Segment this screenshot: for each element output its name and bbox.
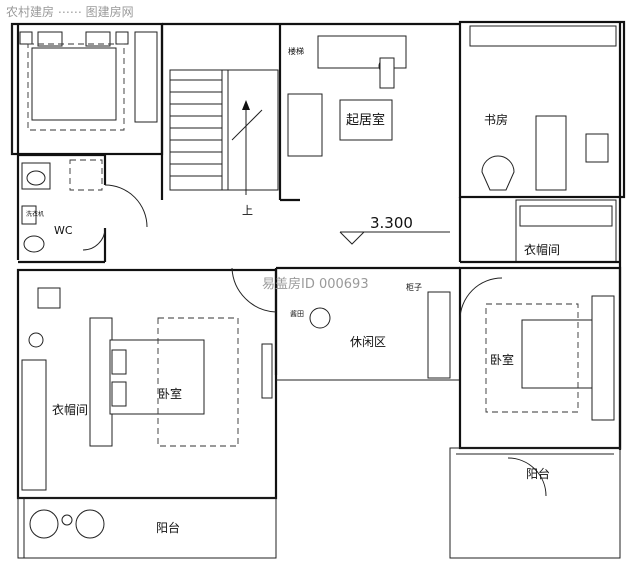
armchair-left [287, 93, 323, 157]
furniture [19, 25, 617, 539]
coffee-table [339, 99, 393, 141]
label-master-bedroom: 卧室 [158, 386, 182, 401]
right-bed [521, 319, 595, 389]
shower [69, 159, 103, 191]
walls [10, 20, 626, 559]
label-balcony-left: 阳台 [156, 520, 180, 535]
label-closet-right: 衣帽间 [524, 242, 560, 257]
label-stair-up: 上 [242, 204, 253, 217]
label-cabinet: 柜子 [406, 282, 422, 292]
label-study: 书房 [484, 112, 508, 127]
staircase [169, 69, 279, 195]
label-stair-rail: 楼梯 [288, 46, 304, 56]
label-master-closet: 衣帽间 [52, 402, 88, 417]
watermark-center: 易盖房ID 000693 [262, 276, 369, 292]
closet-rack [519, 205, 613, 227]
label-right-bedroom: 卧室 [490, 352, 514, 367]
label-wc: WC [54, 224, 73, 237]
leisure-table [309, 307, 331, 329]
study-shelf [469, 25, 617, 47]
watermark-top: 农村建房 ⋯⋯ 图建房网 [6, 4, 134, 19]
label-living-room: 起居室 [346, 112, 385, 128]
cabinet [427, 291, 451, 379]
label-leisure: 休闲区 [350, 335, 386, 349]
elevation-label: 3.300 [370, 214, 413, 232]
master-wardrobe [21, 359, 47, 491]
study-chair [585, 133, 609, 163]
elevation-marker: 3.300 [339, 214, 450, 245]
wash-basin [23, 235, 45, 253]
label-table-note: 酱田 [290, 309, 304, 318]
study-lounge-chair [481, 155, 515, 191]
label-washer: 洗衣机 [26, 210, 44, 218]
bed-top-left [31, 47, 117, 121]
tv-cabinet [89, 317, 113, 447]
wardrobe-top [134, 31, 158, 123]
study-desk [535, 115, 567, 191]
washer-box [21, 205, 37, 225]
label-balcony-right: 阳台 [526, 466, 550, 481]
